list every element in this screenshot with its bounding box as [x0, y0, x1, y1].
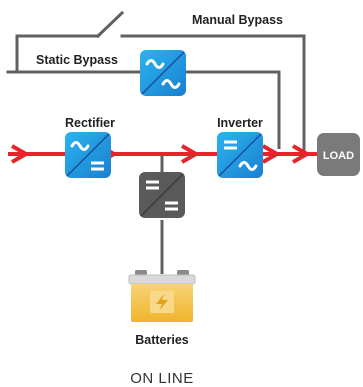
load-box: LOAD	[317, 133, 360, 176]
flow-arrow-icon	[11, 144, 28, 164]
rectifier-label: Rectifier	[65, 116, 115, 130]
flow-arrow-icon	[262, 144, 279, 164]
load-label: LOAD	[323, 150, 354, 162]
manual-switch-icon	[95, 10, 125, 39]
battery-icon	[128, 270, 196, 322]
flow-arrow-icon	[181, 144, 198, 164]
ac-dc-converter-icon	[65, 132, 111, 178]
static-bypass-line	[8, 70, 281, 149]
inverter-label: Inverter	[217, 116, 263, 130]
flow-arrow-icon	[292, 144, 309, 164]
ac-ac-switch-icon	[140, 50, 186, 96]
dc-dc-converter-icon	[139, 172, 185, 218]
batteries-label: Batteries	[135, 333, 189, 347]
mode-label: ON LINE	[130, 370, 194, 387]
static-bypass-label: Static Bypass	[36, 53, 118, 67]
dc-ac-converter-icon	[217, 132, 263, 178]
main-power-path	[8, 144, 320, 164]
manual-bypass-label: Manual Bypass	[192, 13, 283, 27]
